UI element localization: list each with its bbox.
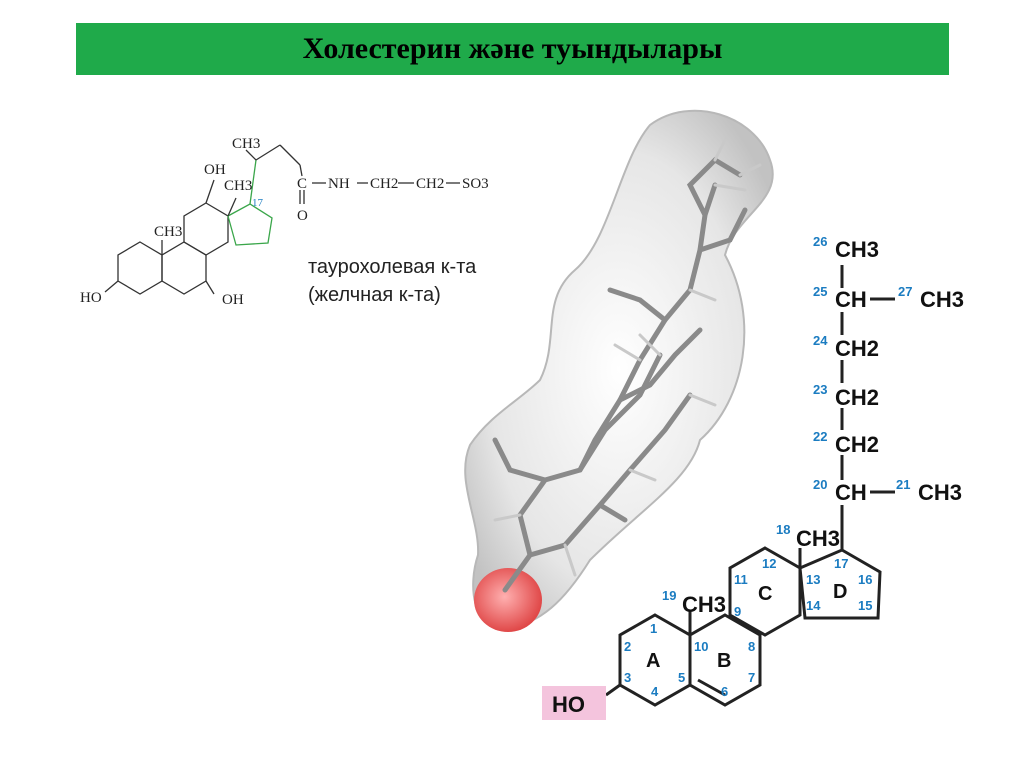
c18-group: CH3 [796,526,840,551]
num-19: 19 [662,588,676,603]
num-18: 18 [776,522,790,537]
c24-group: CH2 [835,336,879,361]
taurocholic-structure [104,144,460,295]
page-title: Холестерин жәнe туындылары [302,32,723,65]
ring-d-taurocholic [227,203,273,246]
num-1: 1 [650,621,657,636]
c26-group: CH3 [835,237,879,262]
c27-group: CH3 [920,287,964,312]
c25-group: CH [835,287,867,312]
num-27: 27 [898,284,912,299]
num-14: 14 [806,598,821,613]
num-5: 5 [678,670,685,685]
ch3-top-label: CH3 [232,136,260,152]
num-25: 25 [813,284,827,299]
so3-label: SO3 [462,176,489,192]
num-22: 22 [813,429,827,444]
num-26: 26 [813,234,827,249]
ring-letter-a: A [646,650,660,672]
cholesterol-surface-model [464,109,774,632]
num-24: 24 [813,333,828,348]
ch3-low-label: CH3 [154,224,182,240]
num-4: 4 [651,684,659,699]
c21-group: CH3 [918,480,962,505]
oh-bottom-label: OH [222,292,244,308]
oxygen-sphere [474,568,542,632]
ring-b-taurocholic [161,241,207,295]
num-12: 12 [762,556,776,571]
ring-letter-b: B [717,650,731,672]
ho-group: HO [552,692,585,717]
caption-taurocholic: таурохолевая к-та [308,256,477,278]
carbon-numbers: 26 25 27 24 23 22 20 21 18 19 1 2 3 4 5 … [624,234,912,699]
cholesterol-structure [605,265,895,707]
oh-top-label: OH [204,162,226,178]
num-20: 20 [813,477,827,492]
caption-bile-acid: (желчная к-та) [308,284,441,306]
hydrogen-bonds [493,138,762,577]
num-3: 3 [624,670,631,685]
ho-left-label: HO [80,290,102,306]
ch2-a-label: CH2 [370,176,398,192]
ring-d [798,548,882,620]
ch3-mid-label: CH3 [224,178,252,194]
ring-letter-c: C [758,583,772,605]
num-23: 23 [813,382,827,397]
c17-label: 17 [252,197,264,209]
c20-group: CH [835,480,867,505]
cholesterol-groups: HO CH3 CH CH3 CH2 CH2 CH2 CH CH3 CH3 CH3 [552,237,964,717]
num-8: 8 [748,639,755,654]
num-17: 17 [834,556,848,571]
c19-group: CH3 [682,592,726,617]
ring-letter-d: D [833,581,847,603]
num-16: 16 [858,572,872,587]
ring-c-taurocholic [183,202,229,256]
num-21: 21 [896,477,910,492]
nh-label: NH [328,176,350,192]
ch2-b-label: CH2 [416,176,444,192]
skeleton-bonds [492,156,748,593]
num-15: 15 [858,598,872,613]
c23-group: CH2 [835,385,879,410]
taurocholic-labels: CH3 OH CH3 CH3 17 C O NH CH2 CH2 SO3 HO … [80,136,489,308]
num-7: 7 [748,670,755,685]
o-atom-label: O [297,208,308,224]
num-10: 10 [694,639,708,654]
num-2: 2 [624,639,631,654]
ho-highlight-box [542,686,606,720]
c-atom-label: C [297,176,307,192]
num-13: 13 [806,572,820,587]
title-bar: Холестерин жәнe туындылары [76,23,949,75]
ring-letters: A B C D [646,581,847,672]
ring-a-taurocholic [117,241,163,295]
num-9: 9 [734,604,741,619]
c22-group: CH2 [835,432,879,457]
num-6: 6 [721,684,728,699]
num-11: 11 [734,572,748,587]
